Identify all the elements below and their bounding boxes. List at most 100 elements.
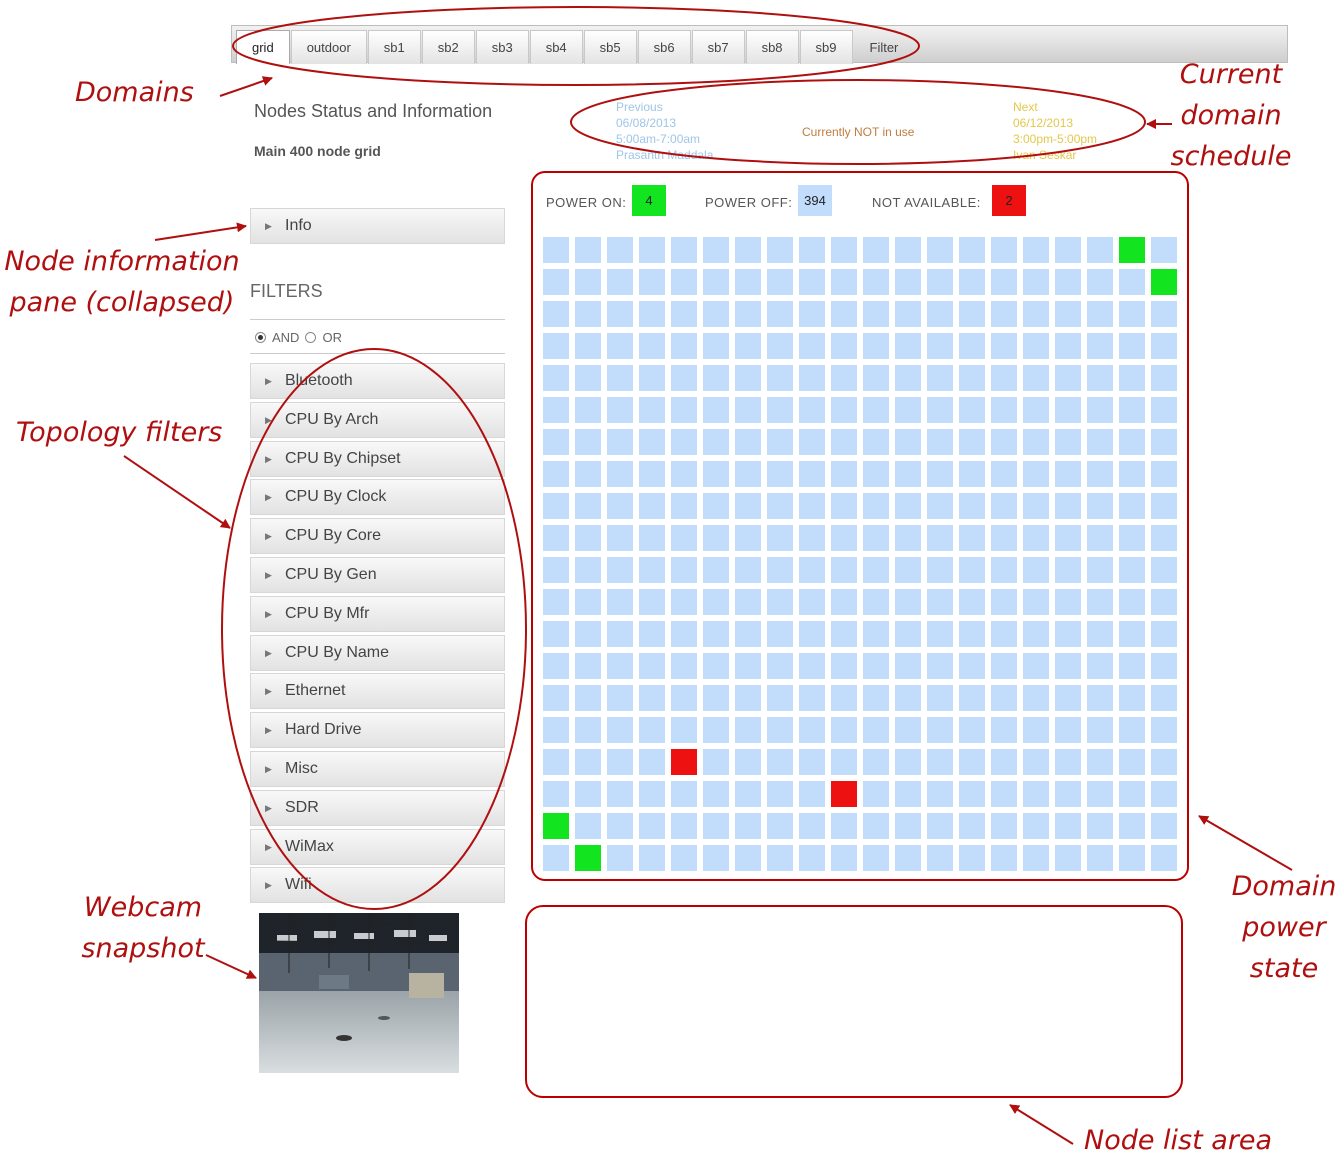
node-15-5-off[interactable] (671, 685, 697, 711)
node-14-17-off[interactable] (1055, 653, 1081, 679)
node-1-1-off[interactable] (543, 237, 569, 263)
node-1-14-off[interactable] (959, 237, 985, 263)
node-3-9-off[interactable] (799, 301, 825, 327)
node-13-3-off[interactable] (607, 621, 633, 647)
node-5-5-off[interactable] (671, 365, 697, 391)
node-5-4-off[interactable] (639, 365, 665, 391)
node-6-10-off[interactable] (831, 397, 857, 423)
node-3-6-off[interactable] (703, 301, 729, 327)
node-19-13-off[interactable] (927, 813, 953, 839)
node-6-4-off[interactable] (639, 397, 665, 423)
node-20-14-off[interactable] (959, 845, 985, 871)
node-15-15-off[interactable] (991, 685, 1017, 711)
node-20-1-off[interactable] (543, 845, 569, 871)
node-20-12-off[interactable] (895, 845, 921, 871)
node-17-14-off[interactable] (959, 749, 985, 775)
node-12-15-off[interactable] (991, 589, 1017, 615)
node-1-2-off[interactable] (575, 237, 601, 263)
node-8-18-off[interactable] (1087, 461, 1113, 487)
node-1-9-off[interactable] (799, 237, 825, 263)
node-11-16-off[interactable] (1023, 557, 1049, 583)
node-18-16-off[interactable] (1023, 781, 1049, 807)
node-19-3-off[interactable] (607, 813, 633, 839)
node-16-14-off[interactable] (959, 717, 985, 743)
node-16-6-off[interactable] (703, 717, 729, 743)
node-9-13-off[interactable] (927, 493, 953, 519)
node-15-4-off[interactable] (639, 685, 665, 711)
node-5-9-off[interactable] (799, 365, 825, 391)
node-8-14-off[interactable] (959, 461, 985, 487)
node-4-6-off[interactable] (703, 333, 729, 359)
node-1-4-off[interactable] (639, 237, 665, 263)
node-2-14-off[interactable] (959, 269, 985, 295)
node-3-13-off[interactable] (927, 301, 953, 327)
node-19-17-off[interactable] (1055, 813, 1081, 839)
node-10-14-off[interactable] (959, 525, 985, 551)
node-8-2-off[interactable] (575, 461, 601, 487)
node-4-14-off[interactable] (959, 333, 985, 359)
node-18-18-off[interactable] (1087, 781, 1113, 807)
node-2-10-off[interactable] (831, 269, 857, 295)
node-2-11-off[interactable] (863, 269, 889, 295)
node-19-5-off[interactable] (671, 813, 697, 839)
node-9-14-off[interactable] (959, 493, 985, 519)
node-17-2-off[interactable] (575, 749, 601, 775)
node-18-3-off[interactable] (607, 781, 633, 807)
node-2-9-off[interactable] (799, 269, 825, 295)
node-14-3-off[interactable] (607, 653, 633, 679)
node-2-2-off[interactable] (575, 269, 601, 295)
tab-outdoor[interactable]: outdoor (290, 30, 367, 64)
node-8-16-off[interactable] (1023, 461, 1049, 487)
node-4-5-off[interactable] (671, 333, 697, 359)
node-5-20-off[interactable] (1151, 365, 1177, 391)
node-19-14-off[interactable] (959, 813, 985, 839)
node-17-16-off[interactable] (1023, 749, 1049, 775)
node-15-7-off[interactable] (735, 685, 761, 711)
node-11-3-off[interactable] (607, 557, 633, 583)
node-3-4-off[interactable] (639, 301, 665, 327)
node-16-10-off[interactable] (831, 717, 857, 743)
node-2-4-off[interactable] (639, 269, 665, 295)
node-2-5-off[interactable] (671, 269, 697, 295)
node-20-2-on[interactable] (575, 845, 601, 871)
node-7-16-off[interactable] (1023, 429, 1049, 455)
node-11-20-off[interactable] (1151, 557, 1177, 583)
node-16-2-off[interactable] (575, 717, 601, 743)
node-3-14-off[interactable] (959, 301, 985, 327)
node-16-15-off[interactable] (991, 717, 1017, 743)
node-16-7-off[interactable] (735, 717, 761, 743)
node-18-20-off[interactable] (1151, 781, 1177, 807)
node-3-12-off[interactable] (895, 301, 921, 327)
node-16-16-off[interactable] (1023, 717, 1049, 743)
node-19-16-off[interactable] (1023, 813, 1049, 839)
node-11-11-off[interactable] (863, 557, 889, 583)
node-7-18-off[interactable] (1087, 429, 1113, 455)
node-7-10-off[interactable] (831, 429, 857, 455)
node-10-20-off[interactable] (1151, 525, 1177, 551)
node-9-17-off[interactable] (1055, 493, 1081, 519)
filter-misc[interactable]: ▶Misc (250, 751, 505, 787)
node-12-13-off[interactable] (927, 589, 953, 615)
node-20-5-off[interactable] (671, 845, 697, 871)
node-6-12-off[interactable] (895, 397, 921, 423)
node-3-19-off[interactable] (1119, 301, 1145, 327)
node-14-1-off[interactable] (543, 653, 569, 679)
node-20-7-off[interactable] (735, 845, 761, 871)
tab-sb6[interactable]: sb6 (637, 30, 691, 64)
node-13-5-off[interactable] (671, 621, 697, 647)
node-5-18-off[interactable] (1087, 365, 1113, 391)
node-19-10-off[interactable] (831, 813, 857, 839)
node-9-18-off[interactable] (1087, 493, 1113, 519)
node-10-1-off[interactable] (543, 525, 569, 551)
node-12-4-off[interactable] (639, 589, 665, 615)
filter-cpu-by-core[interactable]: ▶CPU By Core (250, 518, 505, 555)
node-8-6-off[interactable] (703, 461, 729, 487)
node-14-16-off[interactable] (1023, 653, 1049, 679)
node-18-17-off[interactable] (1055, 781, 1081, 807)
node-17-1-off[interactable] (543, 749, 569, 775)
node-19-8-off[interactable] (767, 813, 793, 839)
node-17-9-off[interactable] (799, 749, 825, 775)
node-2-6-off[interactable] (703, 269, 729, 295)
node-20-18-off[interactable] (1087, 845, 1113, 871)
node-13-18-off[interactable] (1087, 621, 1113, 647)
